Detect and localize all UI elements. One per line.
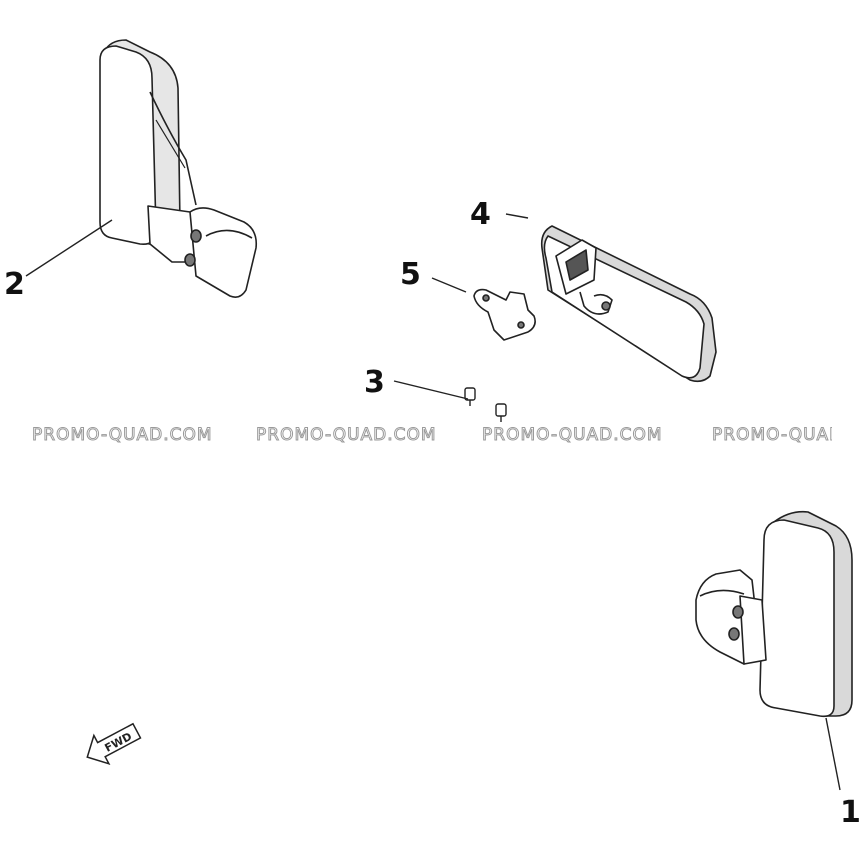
left-side-mirror <box>99 39 258 298</box>
screws <box>464 387 507 422</box>
fwd-arrow-icon: FWD <box>86 722 142 766</box>
mirror-bracket <box>473 288 536 341</box>
callout-part-1: 1 <box>840 795 861 830</box>
watermark-band: PROMO-QUAD.COM PROMO-QUAD.COM PROMO-QUAD… <box>0 415 832 455</box>
watermark-4: PROMO-QUAD.COM <box>712 425 832 445</box>
right-side-mirror <box>695 510 853 718</box>
watermark-3: PROMO-QUAD.COM <box>482 425 663 445</box>
callout-part-2: 2 <box>4 267 25 302</box>
callout-part-3: 3 <box>364 365 385 400</box>
watermark-2: PROMO-QUAD.COM <box>256 425 437 445</box>
rear-view-mirror <box>540 225 717 383</box>
callout-part-5: 5 <box>400 257 421 292</box>
callout-part-4: 4 <box>470 197 491 232</box>
leader-lines <box>25 213 841 791</box>
watermark-1: PROMO-QUAD.COM <box>32 425 213 445</box>
